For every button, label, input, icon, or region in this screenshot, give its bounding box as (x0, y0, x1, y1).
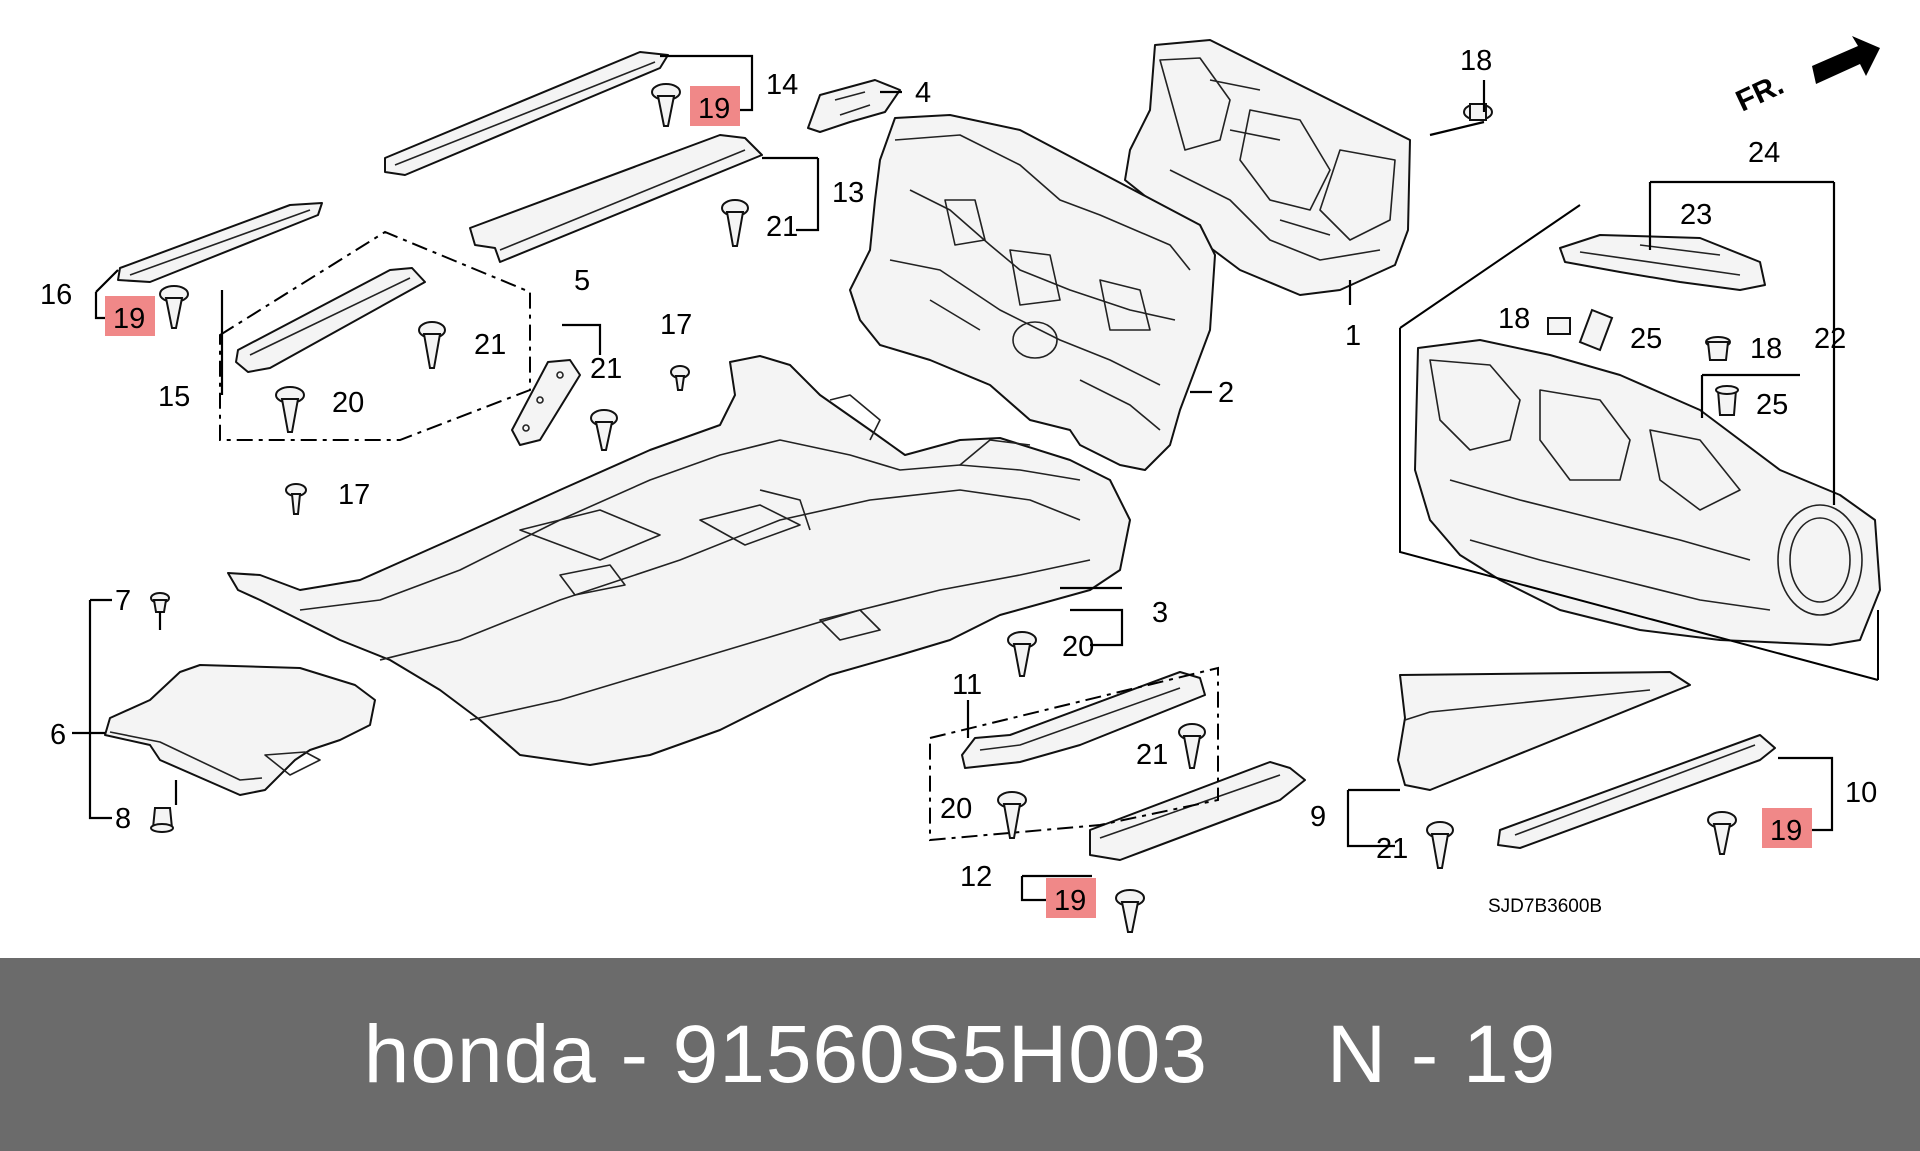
callout-21a: 21 (766, 211, 798, 243)
part-5-pad (511, 359, 581, 446)
callout-17b: 17 (338, 479, 370, 511)
part-16-kick-plate (117, 202, 323, 283)
callout-21e: 21 (1376, 833, 1408, 865)
leader-lines (72, 54, 1836, 902)
callout-2: 2 (1218, 377, 1234, 409)
callout-24: 24 (1748, 137, 1780, 169)
part-14-kick-plate (384, 51, 669, 176)
clip-18a (1463, 103, 1493, 121)
part-11-side-garnish (961, 671, 1206, 769)
callout-12: 12 (960, 861, 992, 893)
callout-21d: 21 (1136, 739, 1168, 771)
callout-13: 13 (832, 177, 864, 209)
front-direction-marker: FR. (1731, 36, 1880, 118)
part-22-dashboard-insulator (1414, 339, 1881, 646)
callout-25a: 25 (1630, 323, 1662, 355)
drawing-code: SJD7B3600B (1488, 896, 1602, 917)
callout-20b: 20 (1062, 631, 1094, 663)
part-7-clip (150, 592, 170, 613)
callout-18a: 18 (1460, 45, 1492, 77)
part-3-floor-carpet (227, 355, 1131, 766)
clip-fasteners (159, 83, 1737, 933)
clip-18c (1705, 336, 1731, 361)
group-outline-22 (1399, 204, 1879, 681)
callout-11: 11 (952, 669, 982, 701)
highlight-19d (1762, 808, 1812, 848)
callout-4: 4 (915, 77, 931, 109)
part-6-rear-floor-pad (104, 664, 376, 796)
highlight-19c (1046, 878, 1096, 918)
callout-14: 14 (766, 69, 798, 101)
callout-8: 8 (115, 803, 131, 835)
parts-diagram: 1 2 3 4 5 6 7 8 9 10 11 12 13 14 15 16 1… (40, 36, 1881, 933)
clip-21b (418, 321, 446, 369)
part-2-dashboard-insulator-outer (849, 114, 1216, 471)
clip-18b (1547, 317, 1571, 335)
clip-21a (721, 199, 749, 247)
clip-21d (1178, 723, 1206, 769)
part-15-rear-garnish (235, 267, 426, 373)
clip-20c (997, 791, 1027, 839)
callout-19a: 19 (698, 93, 730, 125)
footer-banner: honda - 91560S5H003 N - 19 (0, 958, 1920, 1151)
callout-3: 3 (1152, 597, 1168, 629)
callout-15: 15 (158, 381, 190, 413)
callout-5: 5 (574, 265, 590, 297)
group-outline-11 (929, 666, 1219, 842)
part-12-kick-plate (1089, 761, 1306, 861)
part-13-front-garnish (469, 134, 763, 263)
callouts: 1 2 3 4 5 6 7 8 9 10 11 12 13 14 15 16 1… (40, 45, 1877, 918)
callout-17a: 17 (660, 309, 692, 341)
callout-19c: 19 (1054, 885, 1086, 917)
callout-25b: 25 (1756, 389, 1788, 421)
clip-20b (1007, 631, 1037, 677)
callout-1: 1 (1345, 320, 1361, 352)
highlight-19b (105, 296, 155, 336)
part-9-side-garnish (1397, 671, 1691, 791)
part-number-caption: honda - 91560S5H003 N - 19 (363, 1008, 1557, 1100)
callout-19d: 19 (1770, 815, 1802, 847)
clip-19b (159, 285, 189, 329)
callout-19b: 19 (113, 303, 145, 335)
callout-20c: 20 (940, 793, 972, 825)
group-outline-15 (219, 230, 531, 441)
front-arrow-icon (1812, 36, 1880, 84)
highlight-19a (690, 86, 740, 126)
callout-20a: 20 (332, 387, 364, 419)
callout-6: 6 (50, 719, 66, 751)
part-4-bracket (807, 79, 901, 133)
clip-19d (1707, 811, 1737, 855)
part-8-nut (150, 807, 174, 833)
clip-20a (275, 386, 305, 433)
part-10-kick-plate (1497, 734, 1776, 849)
callout-22: 22 (1814, 323, 1846, 355)
callout-18b: 18 (1498, 303, 1530, 335)
callout-23: 23 (1680, 199, 1712, 231)
callout-21b: 21 (474, 329, 506, 361)
clip-17a (670, 365, 690, 391)
callout-18c: 18 (1750, 333, 1782, 365)
callout-10: 10 (1845, 777, 1877, 809)
clip-17b (285, 483, 307, 515)
clip-21c (590, 409, 618, 451)
front-label: FR. (1731, 68, 1789, 118)
part-25-grommet (1578, 308, 1739, 416)
callout-16: 16 (40, 279, 72, 311)
callout-9: 9 (1310, 801, 1326, 833)
callout-7: 7 (115, 585, 131, 617)
clip-19c (1115, 889, 1145, 933)
clip-21e (1426, 821, 1454, 869)
part-23-insulator-strip (1559, 234, 1766, 291)
clip-19a (651, 83, 681, 127)
callout-21c: 21 (590, 353, 622, 385)
